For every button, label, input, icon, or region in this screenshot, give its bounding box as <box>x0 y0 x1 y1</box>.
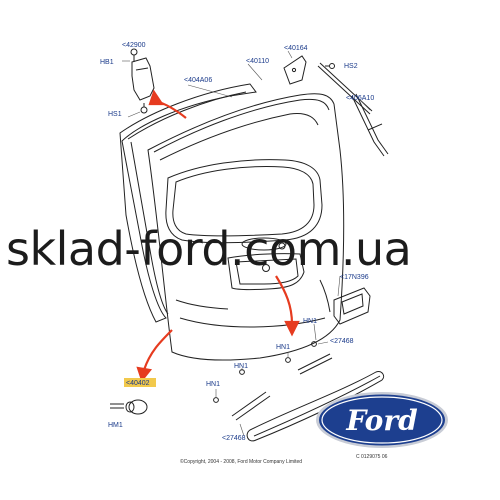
leader-lines <box>122 50 371 437</box>
tailgate-panel <box>147 93 345 361</box>
label-hn1-a: HN1 <box>303 318 317 325</box>
label-hb1: HB1 <box>100 59 114 66</box>
tailgate-drawing <box>119 83 345 361</box>
label-hs1: HS1 <box>108 111 122 118</box>
hinge-part <box>130 48 155 114</box>
gas-strut-part <box>283 55 389 157</box>
ford-logo-text: Ford <box>345 404 417 437</box>
label-hn1-d: HN1 <box>206 381 220 388</box>
label-406a10: <406A10 <box>346 95 374 102</box>
label-40164: <40164 <box>284 45 308 52</box>
label-hm1: HM1 <box>108 422 123 429</box>
label-40402-highlight <box>124 378 156 387</box>
label-40402: <40402 <box>126 380 150 387</box>
handle-cutout <box>241 237 287 251</box>
part-labels: <42900 HB1 HS1 <404A06 <40110 <40164 HS2… <box>100 42 374 442</box>
plate-lamp-bracket <box>333 287 371 325</box>
copyright-text: ©Copyright, 2004 - 2008, Ford Motor Comp… <box>180 458 302 465</box>
license-plate-recess <box>227 253 305 291</box>
label-40110: <40110 <box>246 58 269 65</box>
label-hn1-b: HN1 <box>276 344 290 351</box>
red-arrow-bumpstop <box>142 329 173 371</box>
label-hs2: HS2 <box>344 63 358 70</box>
document-id: C 0129075 06 <box>356 454 388 460</box>
label-27468-b: <27468 <box>222 435 246 442</box>
fasteners <box>110 341 317 415</box>
weatherstrip-seal <box>119 83 257 323</box>
label-27468-a: <27468 <box>330 338 354 345</box>
trim-moulding <box>231 353 385 442</box>
label-17n396: <17N396 <box>340 274 369 281</box>
label-42900: <42900 <box>122 42 146 49</box>
red-arrow-plate <box>275 275 294 325</box>
ford-logo: Ford <box>316 392 448 448</box>
rear-window <box>165 159 323 244</box>
watermark-text: sklad-ford.com.ua <box>6 222 411 276</box>
label-hn1-c: HN1 <box>234 363 248 370</box>
label-404a06: <404A06 <box>184 77 212 84</box>
red-arrows <box>136 89 300 383</box>
